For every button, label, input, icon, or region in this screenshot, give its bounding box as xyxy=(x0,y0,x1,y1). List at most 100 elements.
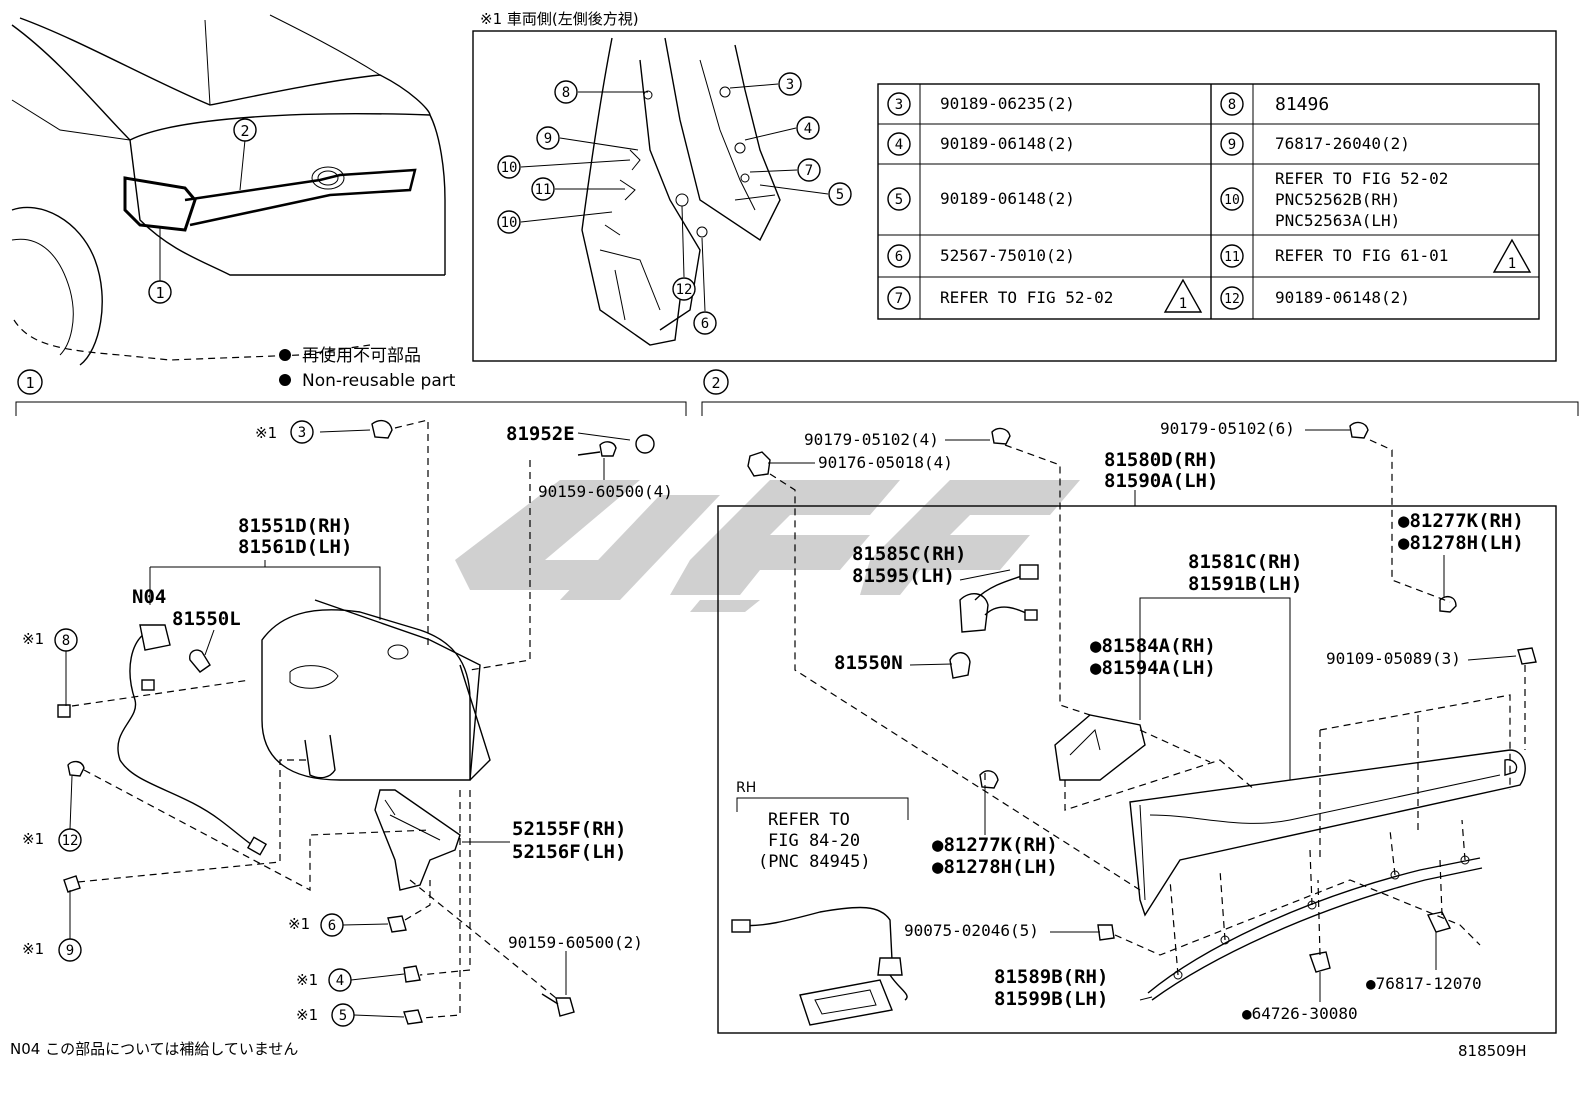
svg-text:4: 4 xyxy=(804,121,812,137)
svg-text:REFER TO FIG 52-02: REFER TO FIG 52-02 xyxy=(940,288,1113,307)
label-64726: ●64726-30080 xyxy=(1242,1004,1358,1023)
label-81589B: 81589B(RH) xyxy=(994,966,1108,988)
svg-text:2: 2 xyxy=(240,122,249,140)
svg-text:9: 9 xyxy=(1228,137,1236,153)
label-refer-2: FIG 84-20 xyxy=(768,831,860,851)
legend: 再使用不可部品 Non-reusable part xyxy=(279,345,456,391)
diagram-code: 818509H xyxy=(1458,1042,1527,1060)
label-81595: 81595(LH) xyxy=(852,565,955,587)
svg-text:6: 6 xyxy=(701,316,709,332)
label-81584A: ●81584A(RH) xyxy=(1090,635,1216,657)
label-90159-a: 90159-60500(4) xyxy=(538,482,673,501)
svg-text:PNC52562B(RH): PNC52562B(RH) xyxy=(1275,190,1400,209)
svg-text:1: 1 xyxy=(25,374,34,392)
detail-sketch xyxy=(581,37,781,346)
svg-text:10: 10 xyxy=(501,160,518,176)
label-81277K-a: ●81277K(RH) xyxy=(1398,510,1524,532)
svg-text:9: 9 xyxy=(544,131,552,147)
svg-text:8: 8 xyxy=(1228,97,1236,113)
svg-text:※1: ※1 xyxy=(255,424,277,442)
svg-text:3: 3 xyxy=(298,425,306,441)
svg-text:5: 5 xyxy=(339,1008,347,1024)
svg-text:PNC52563A(LH): PNC52563A(LH) xyxy=(1275,211,1400,230)
svg-text:1: 1 xyxy=(1508,256,1516,272)
label-81277K-b: ●81277K(RH) xyxy=(932,834,1058,856)
callout-2-top: 2 xyxy=(233,118,257,142)
vehicle-rear-sketch xyxy=(11,14,446,366)
label-90075: 90075-02046(5) xyxy=(904,921,1039,940)
svg-text:11: 11 xyxy=(535,182,552,198)
label-refer-1: REFER TO xyxy=(768,810,850,830)
svg-text:1: 1 xyxy=(1179,296,1187,312)
right-labels: 90179-05102(4) 90176-05018(4) 90179-0510… xyxy=(736,419,1524,1023)
garnish-frame xyxy=(717,505,1557,1034)
svg-text:1: 1 xyxy=(155,284,164,302)
label-81561D: 81561D(LH) xyxy=(238,536,352,558)
reference-table: 3 90189-06235(2) 4 90189-06148(2) 5 9018… xyxy=(877,83,1540,320)
label-81952E: 81952E xyxy=(506,423,575,445)
svg-text:81496: 81496 xyxy=(1275,94,1329,115)
watermark-logo xyxy=(455,480,1080,612)
svg-text:3: 3 xyxy=(786,77,794,93)
svg-text:10: 10 xyxy=(501,215,518,231)
label-81278H-b: ●81278H(LH) xyxy=(932,856,1058,878)
svg-text:11: 11 xyxy=(1224,250,1240,265)
section-marker-2: 2 xyxy=(701,369,1579,416)
label-N04: N04 xyxy=(132,586,166,608)
svg-text:90189-06148(2): 90189-06148(2) xyxy=(1275,288,1410,307)
svg-text:9: 9 xyxy=(66,943,74,959)
svg-text:12: 12 xyxy=(676,282,693,298)
svg-text:90189-06148(2): 90189-06148(2) xyxy=(940,189,1075,208)
svg-text:2: 2 xyxy=(711,374,720,392)
svg-text:5: 5 xyxy=(895,192,903,208)
footer-note: N04 この部品については補給していません xyxy=(10,1040,298,1058)
label-81550N: 81550N xyxy=(834,652,903,674)
svg-text:8: 8 xyxy=(562,85,570,101)
label-81585C: 81585C(RH) xyxy=(852,543,966,565)
svg-text:7: 7 xyxy=(895,291,903,307)
label-90109: 90109-05089(3) xyxy=(1326,649,1461,668)
left-callouts: ※1 3 ※1 8 ※1 12 ※1 9 ※1 6 ※1 4 ※1 5 xyxy=(22,420,405,1027)
svg-text:REFER TO FIG 61-01: REFER TO FIG 61-01 xyxy=(1275,246,1448,265)
svg-text:※1: ※1 xyxy=(296,1006,318,1024)
label-rh: RH xyxy=(736,780,756,796)
label-refer-3: (PNC 84945) xyxy=(758,852,871,872)
svg-text:8: 8 xyxy=(62,633,70,649)
svg-text:7: 7 xyxy=(805,163,813,179)
view-note: ※1 車両側(左側後方視) xyxy=(480,10,639,28)
label-81551D: 81551D(RH) xyxy=(238,515,352,537)
label-90179-a: 90179-05102(4) xyxy=(804,430,939,449)
label-90179-b: 90179-05102(6) xyxy=(1160,419,1295,438)
svg-text:Non-reusable part: Non-reusable part xyxy=(302,371,456,391)
label-81591B: 81591B(LH) xyxy=(1188,573,1302,595)
svg-text:5: 5 xyxy=(836,187,844,203)
svg-text:12: 12 xyxy=(1224,292,1240,307)
label-81550L: 81550L xyxy=(172,608,241,630)
label-76817: ●76817-12070 xyxy=(1366,974,1482,993)
detail-frame xyxy=(472,30,1557,362)
detail-callouts: 8 9 10 11 10 12 6 3 4 7 5 xyxy=(497,72,852,335)
svg-text:90189-06235(2): 90189-06235(2) xyxy=(940,94,1075,113)
svg-text:REFER TO FIG 52-02: REFER TO FIG 52-02 xyxy=(1275,169,1448,188)
svg-text:52567-75010(2): 52567-75010(2) xyxy=(940,246,1075,265)
label-52155F: 52155F(RH) xyxy=(512,818,626,840)
svg-text:再使用不可部品: 再使用不可部品 xyxy=(302,345,421,366)
section-marker-1: 1 xyxy=(15,369,687,416)
svg-text:6: 6 xyxy=(895,249,903,265)
label-90176: 90176-05018(4) xyxy=(818,453,953,472)
label-90159-b: 90159-60500(2) xyxy=(508,933,643,952)
svg-text:6: 6 xyxy=(328,918,336,934)
label-81594A: ●81594A(LH) xyxy=(1090,657,1216,679)
svg-text:3: 3 xyxy=(895,97,903,113)
svg-text:90189-06148(2): 90189-06148(2) xyxy=(940,134,1075,153)
svg-text:4: 4 xyxy=(336,973,344,989)
svg-text:※1: ※1 xyxy=(22,940,44,958)
label-81599B: 81599B(LH) xyxy=(994,988,1108,1010)
svg-text:※1: ※1 xyxy=(288,915,310,933)
callout-1-top: 1 xyxy=(148,280,172,304)
svg-text:※1: ※1 xyxy=(296,971,318,989)
label-81581C: 81581C(RH) xyxy=(1188,551,1302,573)
svg-text:76817-26040(2): 76817-26040(2) xyxy=(1275,134,1410,153)
right-parts-drawing xyxy=(731,421,1537,1026)
